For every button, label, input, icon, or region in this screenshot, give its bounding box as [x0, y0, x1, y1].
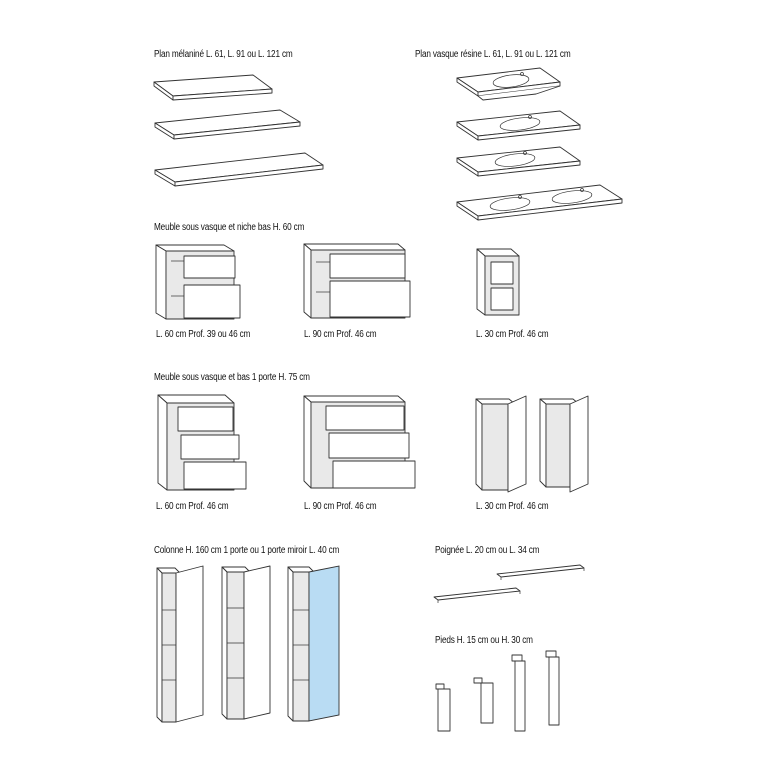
caption-niche-30: L. 30 cm Prof. 46 cm	[476, 329, 549, 340]
caption-niche-90: L. 90 cm Prof. 46 cm	[304, 329, 377, 340]
meuble-niche-90	[303, 243, 411, 319]
meuble-porte-30-b	[539, 395, 589, 493]
title-pieds: Pieds H. 15 cm ou H. 30 cm	[435, 635, 533, 646]
caption-porte-90: L. 90 cm Prof. 46 cm	[304, 501, 377, 512]
title-meuble-niche: Meuble sous vasque et niche bas H. 60 cm	[154, 222, 305, 233]
poignee-20	[433, 587, 521, 603]
mirror-door	[308, 565, 340, 722]
plan-vasque-121	[456, 146, 581, 177]
plan-vasque-61	[456, 67, 561, 101]
poignee-34	[496, 564, 585, 580]
title-plan-melamine: Plan mélaniné L. 61, L. 91 ou L. 121 cm	[154, 49, 293, 60]
plan-melamine-91	[154, 109, 301, 140]
caption-porte-60: L. 60 cm Prof. 46 cm	[156, 501, 229, 512]
title-meuble-porte: Meuble sous vasque et bas 1 porte H. 75 …	[154, 372, 310, 383]
meuble-niche-30	[476, 248, 520, 316]
pied-15-b	[473, 677, 494, 724]
meuble-porte-90	[303, 395, 416, 489]
title-colonne: Colonne H. 160 cm 1 porte ou 1 porte mir…	[154, 545, 340, 556]
title-plan-vasque: Plan vasque résine L. 61, L. 91 ou L. 12…	[415, 49, 571, 60]
plan-vasque-91	[456, 110, 581, 141]
pied-15-a	[435, 683, 451, 732]
pied-30-a	[511, 654, 526, 732]
caption-porte-30: L. 30 cm Prof. 46 cm	[476, 501, 549, 512]
colonne-porte-miroir	[287, 565, 340, 722]
colonne-1-porte	[156, 565, 204, 723]
meuble-porte-60	[157, 394, 247, 491]
pied-30-b	[545, 650, 560, 726]
plan-melamine-121	[154, 152, 324, 187]
colonne-1-porte-b	[221, 565, 271, 720]
caption-niche-60: L. 60 cm Prof. 39 ou 46 cm	[156, 329, 251, 340]
meuble-niche-60	[155, 244, 241, 320]
meuble-porte-30-a	[475, 395, 527, 493]
plan-vasque-double	[456, 184, 623, 221]
title-poignee: Poignée L. 20 cm ou L. 34 cm	[435, 545, 540, 556]
plan-melamine-61	[153, 74, 273, 101]
